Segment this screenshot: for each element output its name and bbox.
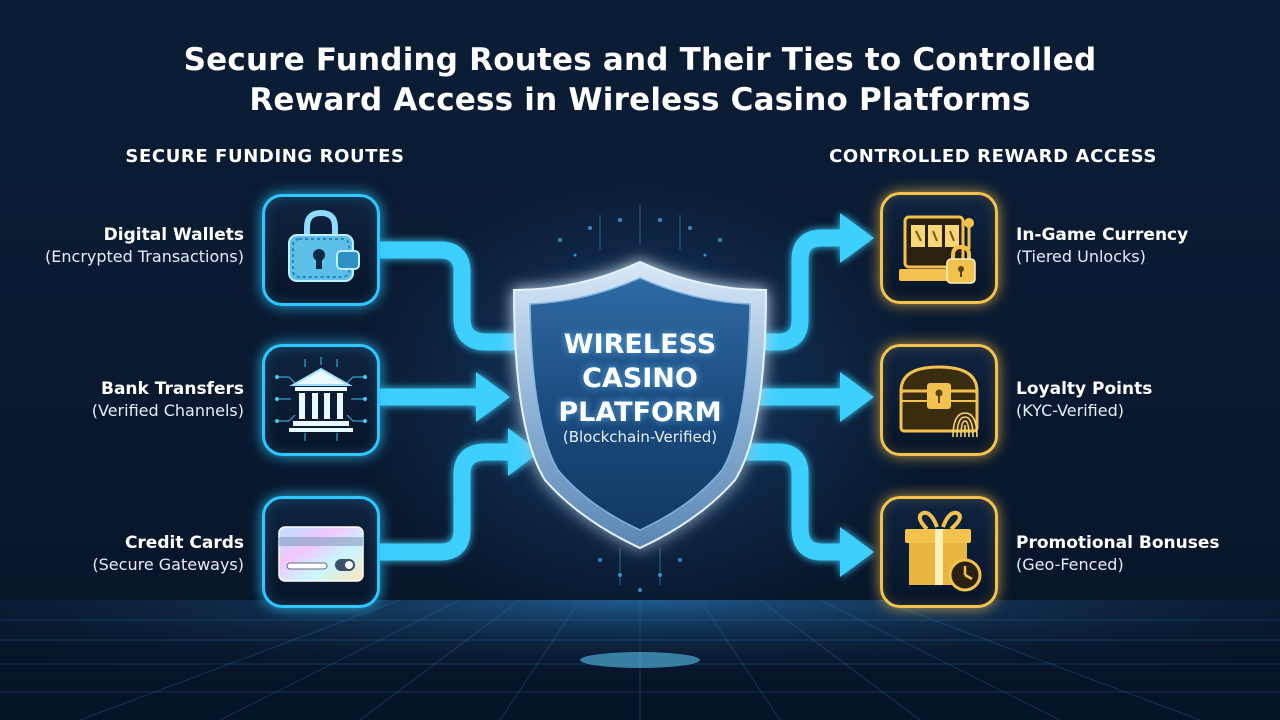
funding-route-credit-cards: Credit Cards (Secure Gateways) [4, 532, 244, 576]
arrow-platform-to-currency [742, 229, 842, 351]
funding-route-sub: (Verified Channels) [91, 401, 244, 420]
credit-card-icon [278, 526, 364, 582]
funding-route-bank-transfers: Bank Transfers (Verified Channels) [4, 378, 244, 422]
reward-loyalty-points: Loyalty Points (KYC-Verified) [1016, 378, 1256, 422]
funding-route-label: Digital Wallets [103, 225, 244, 245]
gift-clock-icon [905, 510, 982, 592]
funding-route-sub: (Encrypted Transactions) [45, 247, 244, 266]
funding-route-label: Credit Cards [124, 533, 244, 553]
arrowhead-loyalty [840, 372, 874, 422]
funding-route-digital-wallets: Digital Wallets (Encrypted Transactions) [4, 224, 244, 268]
reward-in-game-currency: In-Game Currency (Tiered Unlocks) [1016, 224, 1256, 268]
treasure-chest-fingerprint-icon [899, 365, 979, 438]
platform-title-line-2: CASINO [582, 363, 698, 394]
page-title: Secure Funding Routes and Their Ties to … [0, 40, 1280, 120]
slot-machine-lock-icon [899, 215, 976, 284]
arrowhead-currency [840, 213, 874, 263]
funding-route-label: Bank Transfers [101, 379, 244, 399]
left-column-heading: SECURE FUNDING ROUTES [125, 146, 405, 167]
reward-promotional-bonuses: Promotional Bonuses (Geo-Fenced) [1016, 532, 1256, 576]
reward-label: In-Game Currency [1016, 225, 1189, 245]
title-line-2: Reward Access in Wireless Casino Platfor… [249, 82, 1031, 118]
wallet-lock-icon-box [262, 194, 380, 306]
slot-machine-lock-icon-box [880, 192, 998, 304]
arrow-wallets-to-platform [380, 241, 548, 351]
platform-subtitle: (Blockchain-Verified) [562, 428, 718, 446]
reward-label: Promotional Bonuses [1016, 533, 1220, 553]
arrowhead-bonuses [840, 527, 874, 577]
reward-label: Loyalty Points [1016, 379, 1153, 399]
gift-clock-icon-box [880, 496, 998, 608]
arrow-platform-to-bonuses [742, 443, 842, 561]
treasure-chest-fingerprint-icon-box [880, 344, 998, 456]
bank-circuit-icon [275, 357, 367, 441]
wallet-lock-icon [288, 209, 360, 282]
reward-sub: (Tiered Unlocks) [1016, 247, 1146, 266]
right-column-heading: CONTROLLED REWARD ACCESS [829, 146, 1157, 167]
arrowhead-cards [508, 428, 540, 476]
reward-sub: (KYC-Verified) [1016, 401, 1124, 420]
funding-route-sub: (Secure Gateways) [92, 555, 244, 574]
platform-title-line-3: PLATFORM [558, 397, 722, 428]
platform-title-line-1: WIRELESS [563, 329, 717, 360]
bank-circuit-icon-box [262, 344, 380, 456]
arrow-cards-to-platform [380, 443, 510, 561]
credit-card-icon-box [262, 496, 380, 608]
title-line-1: Secure Funding Routes and Their Ties to … [183, 42, 1097, 78]
arrowhead-bank [476, 372, 510, 422]
reward-sub: (Geo-Fenced) [1016, 555, 1124, 574]
